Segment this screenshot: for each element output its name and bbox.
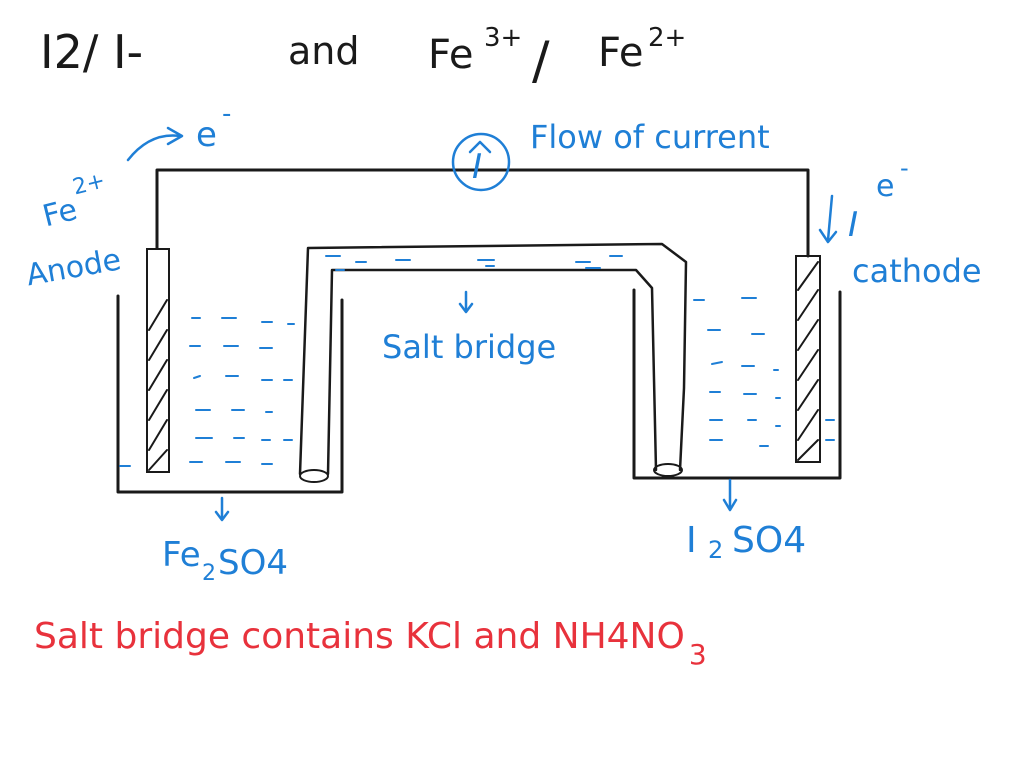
right-solution: [693, 297, 835, 447]
salt-bridge-note: Salt bridge contains KCl and NH4NO 3: [34, 616, 707, 671]
right-solution-label: I 2 SO4: [686, 520, 806, 564]
title-fe2: Fe: [598, 30, 643, 76]
electron-right-charge: -: [900, 154, 909, 182]
title: I2/ I- and Fe 3+ / Fe 2+: [40, 23, 686, 91]
cathode-label: cathode: [852, 252, 982, 290]
current-symbol: I: [472, 147, 482, 187]
current-arrow-icon: [468, 140, 492, 154]
left-solution-label: Fe 2 SO4: [162, 535, 288, 586]
salt-bridge-solution: [325, 255, 623, 271]
left-ion-label: Fe 2+: [39, 168, 108, 234]
title-fe3: Fe: [428, 32, 473, 78]
title-left: I2/ I-: [40, 25, 143, 79]
right-solution-sub: 2: [708, 536, 723, 564]
left-solution-sub: 2: [202, 561, 216, 586]
right-solution-base: I: [686, 520, 697, 561]
current-arrowhead-right-icon: [818, 228, 838, 244]
flow-of-current-label: Flow of current: [530, 118, 770, 156]
current-arrow-right-icon: [826, 194, 834, 242]
title-fe2-charge: 2+: [648, 23, 686, 53]
anode-label: Anode: [24, 242, 124, 293]
salt-bridge-arrowhead-icon: [458, 302, 474, 314]
electron-left-charge: -: [222, 99, 231, 129]
left-ion-charge: 2+: [70, 168, 108, 200]
right-beaker: [632, 288, 842, 480]
salt-bridge-label: Salt bridge: [382, 328, 556, 366]
cathode-hatching: [797, 261, 819, 461]
electron-arrow-left-icon: [126, 134, 182, 162]
right-solution-arrowhead-icon: [722, 498, 738, 512]
external-wire: [155, 168, 810, 258]
cathode-electrode: [795, 255, 821, 463]
electron-arrowhead-left-icon: [166, 126, 184, 146]
left-solution-arrowhead-icon: [214, 510, 230, 522]
right-solution-rest: SO4: [732, 520, 806, 561]
electron-right: e: [876, 169, 894, 204]
current-right: I: [848, 205, 858, 245]
title-fe3-charge: 3+: [484, 23, 522, 53]
salt-bridge: [298, 242, 688, 483]
left-solution-rest: SO4: [218, 543, 288, 583]
current-indicator: I: [451, 132, 511, 192]
left-solution-base: Fe: [162, 535, 201, 575]
note-sub: 3: [689, 638, 707, 671]
electron-left: e: [196, 115, 217, 155]
anode-electrode: [146, 248, 170, 473]
title-slash: /: [532, 31, 550, 91]
title-and: and: [288, 29, 360, 73]
anode-hatching: [148, 299, 168, 471]
note-text: Salt bridge contains KCl and NH4NO: [34, 616, 685, 657]
left-beaker: [116, 294, 344, 494]
current-circle: [451, 132, 511, 192]
left-solution: [119, 317, 295, 467]
left-ion: Fe: [39, 192, 81, 234]
